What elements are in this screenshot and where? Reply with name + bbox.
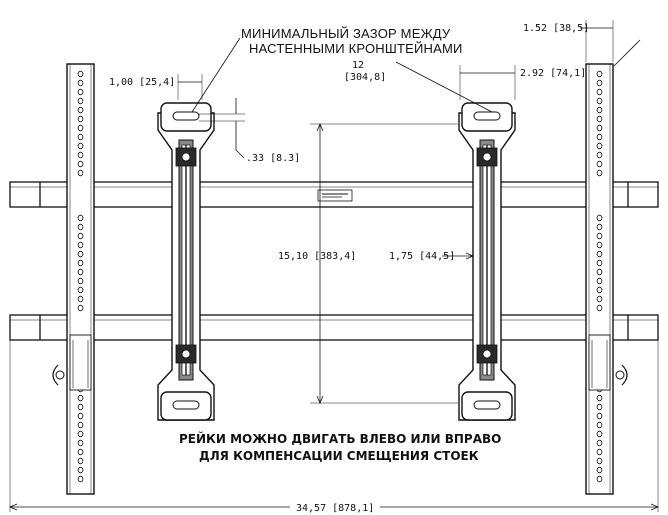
upright-hole (596, 448, 603, 456)
upright-hole (77, 88, 84, 96)
dim-height: 15,10 [383,4] (278, 251, 356, 262)
upright-hole (596, 88, 603, 96)
upright-hole (77, 448, 84, 456)
upright-hole (596, 133, 603, 141)
upright-hole (596, 259, 603, 267)
upright-hole (77, 160, 84, 168)
upright-hole (596, 304, 603, 312)
upright-hole (596, 403, 603, 411)
upright-hole (596, 241, 603, 249)
upright-hole (77, 133, 84, 141)
upright-hole (596, 160, 603, 168)
upright-hole (77, 268, 84, 276)
upright-hole (77, 124, 84, 132)
upright-hole (77, 403, 84, 411)
upright-hole (596, 439, 603, 447)
note-line-1: РЕЙКИ МОЖНО ДВИГАТЬ ВЛЕВО ИЛИ ВПРАВО (179, 431, 501, 446)
upright-hole (77, 259, 84, 267)
upright-hole (596, 106, 603, 114)
upright-hole (596, 79, 603, 87)
upright-hole (596, 151, 603, 159)
upright-hole (596, 457, 603, 465)
dim-overall-width: 34,57 [878,1] (296, 503, 374, 514)
upright-hole (596, 97, 603, 105)
upright-hole (77, 79, 84, 87)
note-line-2: ДЛЯ КОМПЕНСАЦИИ СМЕЩЕНИЯ СТОЕК (199, 449, 479, 463)
right-wall-upright (585, 63, 628, 495)
upright-hole (77, 457, 84, 465)
upright-hole (77, 115, 84, 123)
upright-hole (596, 412, 603, 420)
upright-hole (596, 295, 603, 303)
upright-hole (77, 232, 84, 240)
gap-label-line-1: МИНИМАЛЬНЫЙ ЗАЗОР МЕЖДУ (241, 26, 451, 41)
upright-hole (77, 106, 84, 114)
upright-hole (596, 169, 603, 177)
left-wall-upright (52, 63, 95, 495)
dim-upright-width: 1.52 [38,5] (523, 23, 589, 34)
upright-hole (77, 304, 84, 312)
dim-bracket-width: 1,00 [25,4] (109, 77, 175, 88)
upright-hole (77, 394, 84, 402)
upright-hole (596, 430, 603, 438)
upright-hole (596, 250, 603, 258)
upright-hole (77, 466, 84, 474)
upright-hole (596, 232, 603, 240)
upright-hole (596, 70, 603, 78)
upright-hole (77, 214, 84, 222)
upright-hole (77, 142, 84, 150)
upright-hole (77, 241, 84, 249)
lower-rail (9, 314, 659, 341)
left-tv-bracket (157, 102, 215, 421)
upright-hole (596, 277, 603, 285)
upright-hole (596, 475, 603, 483)
upright-hole (596, 142, 603, 150)
upright-hole (77, 430, 84, 438)
upright-hole (77, 286, 84, 294)
upright-hole (77, 412, 84, 420)
gap-label-line-2: НАСТЕННЫМИ КРОНШТЕЙНАМИ (249, 41, 463, 56)
upright-hole (596, 268, 603, 276)
upright-hole (77, 70, 84, 78)
upright-hole (77, 223, 84, 231)
gap-value-mm: [304,8] (344, 72, 386, 83)
upright-hole (596, 124, 603, 132)
upright-hole (77, 169, 84, 177)
dim-rail-offset: 1,75 [44,5] (389, 251, 455, 262)
upright-hole (77, 151, 84, 159)
upright-hole (596, 214, 603, 222)
upright-hole (77, 97, 84, 105)
upright-hole (77, 439, 84, 447)
right-tv-bracket (458, 102, 516, 421)
upright-hole (77, 295, 84, 303)
upright-hole (77, 421, 84, 429)
upright-hole (77, 277, 84, 285)
upright-hole (77, 250, 84, 258)
upright-hole (77, 475, 84, 483)
upright-hole (596, 223, 603, 231)
rail-label-badge (317, 189, 353, 202)
upright-hole (596, 394, 603, 402)
upright-hole (596, 286, 603, 294)
upright-hole (596, 466, 603, 474)
dim-slot: .33 [8.3] (246, 153, 300, 164)
dim-right-offset: 2.92 [74,1] (520, 68, 586, 79)
upright-hole (596, 115, 603, 123)
upright-hole (596, 421, 603, 429)
gap-value-inches: 12 (352, 60, 364, 71)
